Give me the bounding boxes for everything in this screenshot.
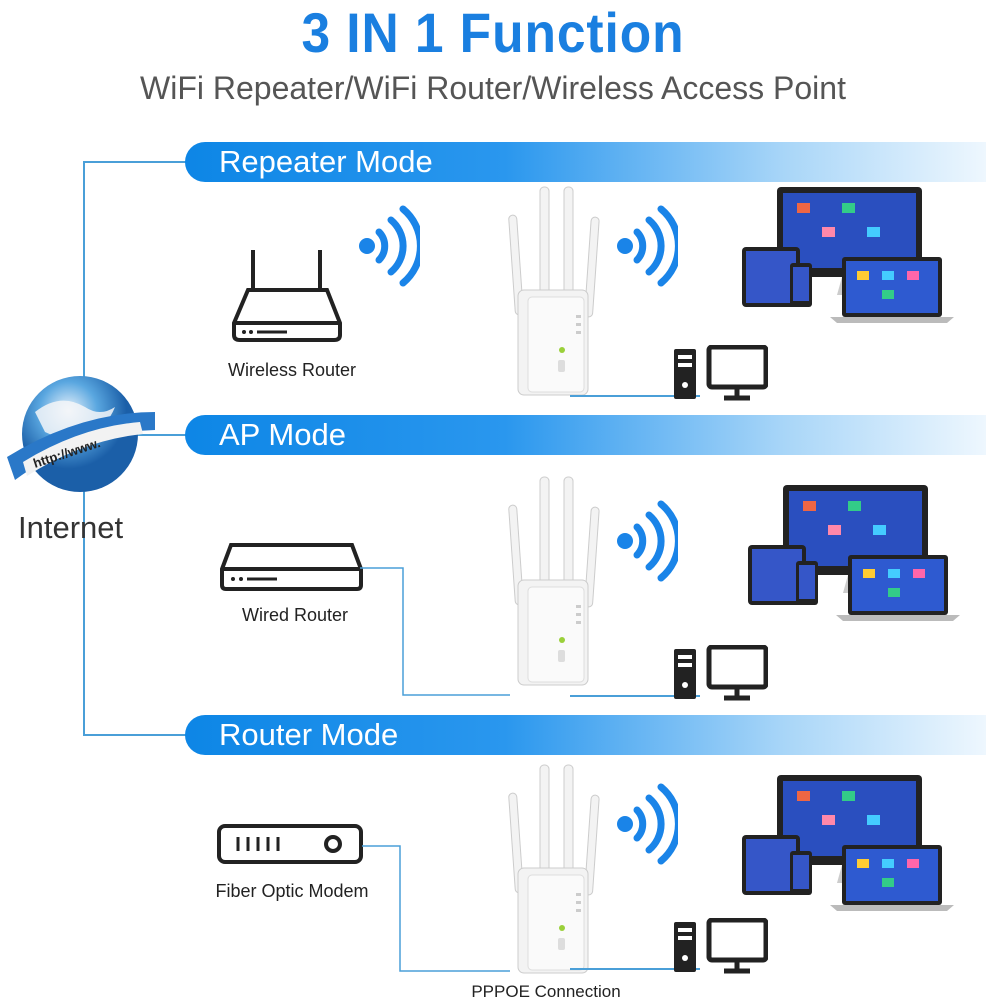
client-devices-icon xyxy=(748,483,968,628)
wifi-extender-device xyxy=(500,763,600,980)
fiber-modem-icon xyxy=(217,824,363,864)
mode-header-bar: Repeater Mode xyxy=(185,142,986,182)
mode-title: AP Mode xyxy=(219,417,346,452)
wired-router-icon xyxy=(220,543,363,591)
source-label: Wired Router xyxy=(241,605,349,625)
wifi-extender-device xyxy=(500,185,600,402)
mode-header-bar: AP Mode xyxy=(185,415,986,455)
mode-title: Router Mode xyxy=(219,717,399,752)
connection-label: PPPOE Connection xyxy=(471,982,621,1000)
ethernet-line xyxy=(360,567,510,696)
desktop-pc-icon xyxy=(672,344,769,406)
mode-title: Repeater Mode xyxy=(219,144,433,179)
client-devices-icon xyxy=(742,185,962,330)
globe-icon: http://www. xyxy=(7,376,155,492)
wifi-signal-icon xyxy=(613,500,682,587)
repeater-mode-section: Repeater Mode Wireless Router xyxy=(0,140,986,430)
branch-line xyxy=(83,434,193,436)
mode-header-bar: Router Mode xyxy=(185,715,986,755)
router-mode-section: Router Mode Fiber Optic Modem PPPOE Conn… xyxy=(0,713,986,1000)
ap-mode-section: AP Mode Wired Router xyxy=(0,413,986,703)
ethernet-line xyxy=(570,695,700,697)
wifi-extender-device xyxy=(500,475,600,692)
ethernet-line xyxy=(570,395,700,397)
source-label: Fiber Optic Modem xyxy=(215,881,369,901)
desktop-pc-icon xyxy=(672,644,769,706)
page-subtitle: WiFi Repeater/WiFi Router/Wireless Acces… xyxy=(140,70,846,106)
wireless-router-icon xyxy=(232,250,342,342)
branch-line xyxy=(83,161,193,163)
internet-label: Internet xyxy=(18,510,124,545)
ethernet-line xyxy=(570,968,700,970)
wifi-signal-icon xyxy=(613,205,682,292)
branch-line xyxy=(83,734,193,736)
ethernet-line xyxy=(362,845,510,972)
client-devices-icon xyxy=(742,773,962,918)
wifi-signal-icon xyxy=(613,783,682,870)
wifi-signal-icon xyxy=(355,205,424,292)
page-title: 3 IN 1 Function xyxy=(301,1,685,64)
source-label: Wireless Router xyxy=(227,360,357,380)
desktop-pc-icon xyxy=(672,917,769,979)
